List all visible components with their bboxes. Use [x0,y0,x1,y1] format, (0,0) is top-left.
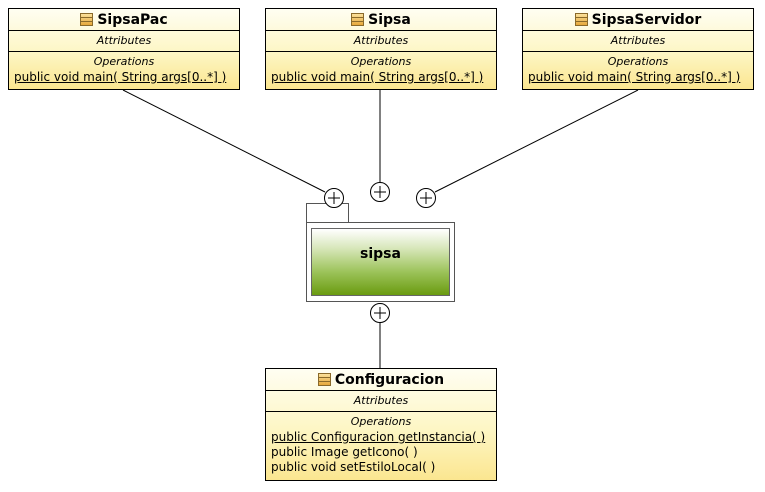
attributes-section: Attributes [266,31,496,52]
operations-section: Operations public void main( String args… [266,52,496,87]
package-sipsa[interactable]: sipsa [306,222,455,302]
operations-label: Operations [350,415,412,428]
class-sipsaservidor[interactable]: SipsaServidor Attributes Operations publ… [522,8,754,90]
operations-label: Operations [607,55,669,68]
operation: public Configuracion getInstancia( ) [271,430,486,444]
operation: public void setEstiloLocal( ) [271,460,436,474]
class-title: SipsaServidor [523,9,753,31]
class-name: SipsaPac [97,11,168,28]
containment-plus-icon [370,303,390,323]
containment-cross-icon [416,188,436,208]
operation: public Image getIcono( ) [271,445,418,459]
package-name: sipsa [360,246,401,262]
operations-label: Operations [93,55,155,68]
connector-sipsaservidor-package [434,89,639,193]
attributes-label: Attributes [96,34,152,47]
class-name: Sipsa [368,11,411,28]
attributes-label: Attributes [610,34,666,47]
class-title: SipsaPac [9,9,239,31]
operation: public void main( String args[0..*] ) [14,70,227,84]
attributes-section: Attributes [523,31,753,52]
containment-plus-icon [370,182,390,202]
class-sipsa[interactable]: Sipsa Attributes Operations public void … [265,8,497,90]
class-name: Configuracion [334,371,445,388]
class-title: Sipsa [266,9,496,31]
class-title: Configuracion [266,369,496,391]
containment-cross-icon [324,188,344,208]
class-icon [574,13,588,26]
attributes-section: Attributes [266,391,496,412]
connector-sipsapac-package [122,89,326,193]
attributes-label: Attributes [353,394,409,407]
operations-section: Operations public Configuracion getInsta… [266,412,496,477]
package-inner: sipsa [311,228,450,296]
operation: public void main( String args[0..*] ) [528,70,741,84]
class-icon [80,13,94,26]
operation: public void main( String args[0..*] ) [271,70,484,84]
attributes-label: Attributes [353,34,409,47]
class-name: SipsaServidor [591,11,702,28]
class-icon [351,13,365,26]
attributes-section: Attributes [9,31,239,52]
operations-section: Operations public void main( String args… [523,52,753,87]
operations-section: Operations public void main( String args… [9,52,239,87]
class-icon [317,373,331,386]
class-configuracion[interactable]: Configuracion Attributes Operations publ… [265,368,497,481]
class-sipsapac[interactable]: SipsaPac Attributes Operations public vo… [8,8,240,90]
operations-label: Operations [350,55,412,68]
